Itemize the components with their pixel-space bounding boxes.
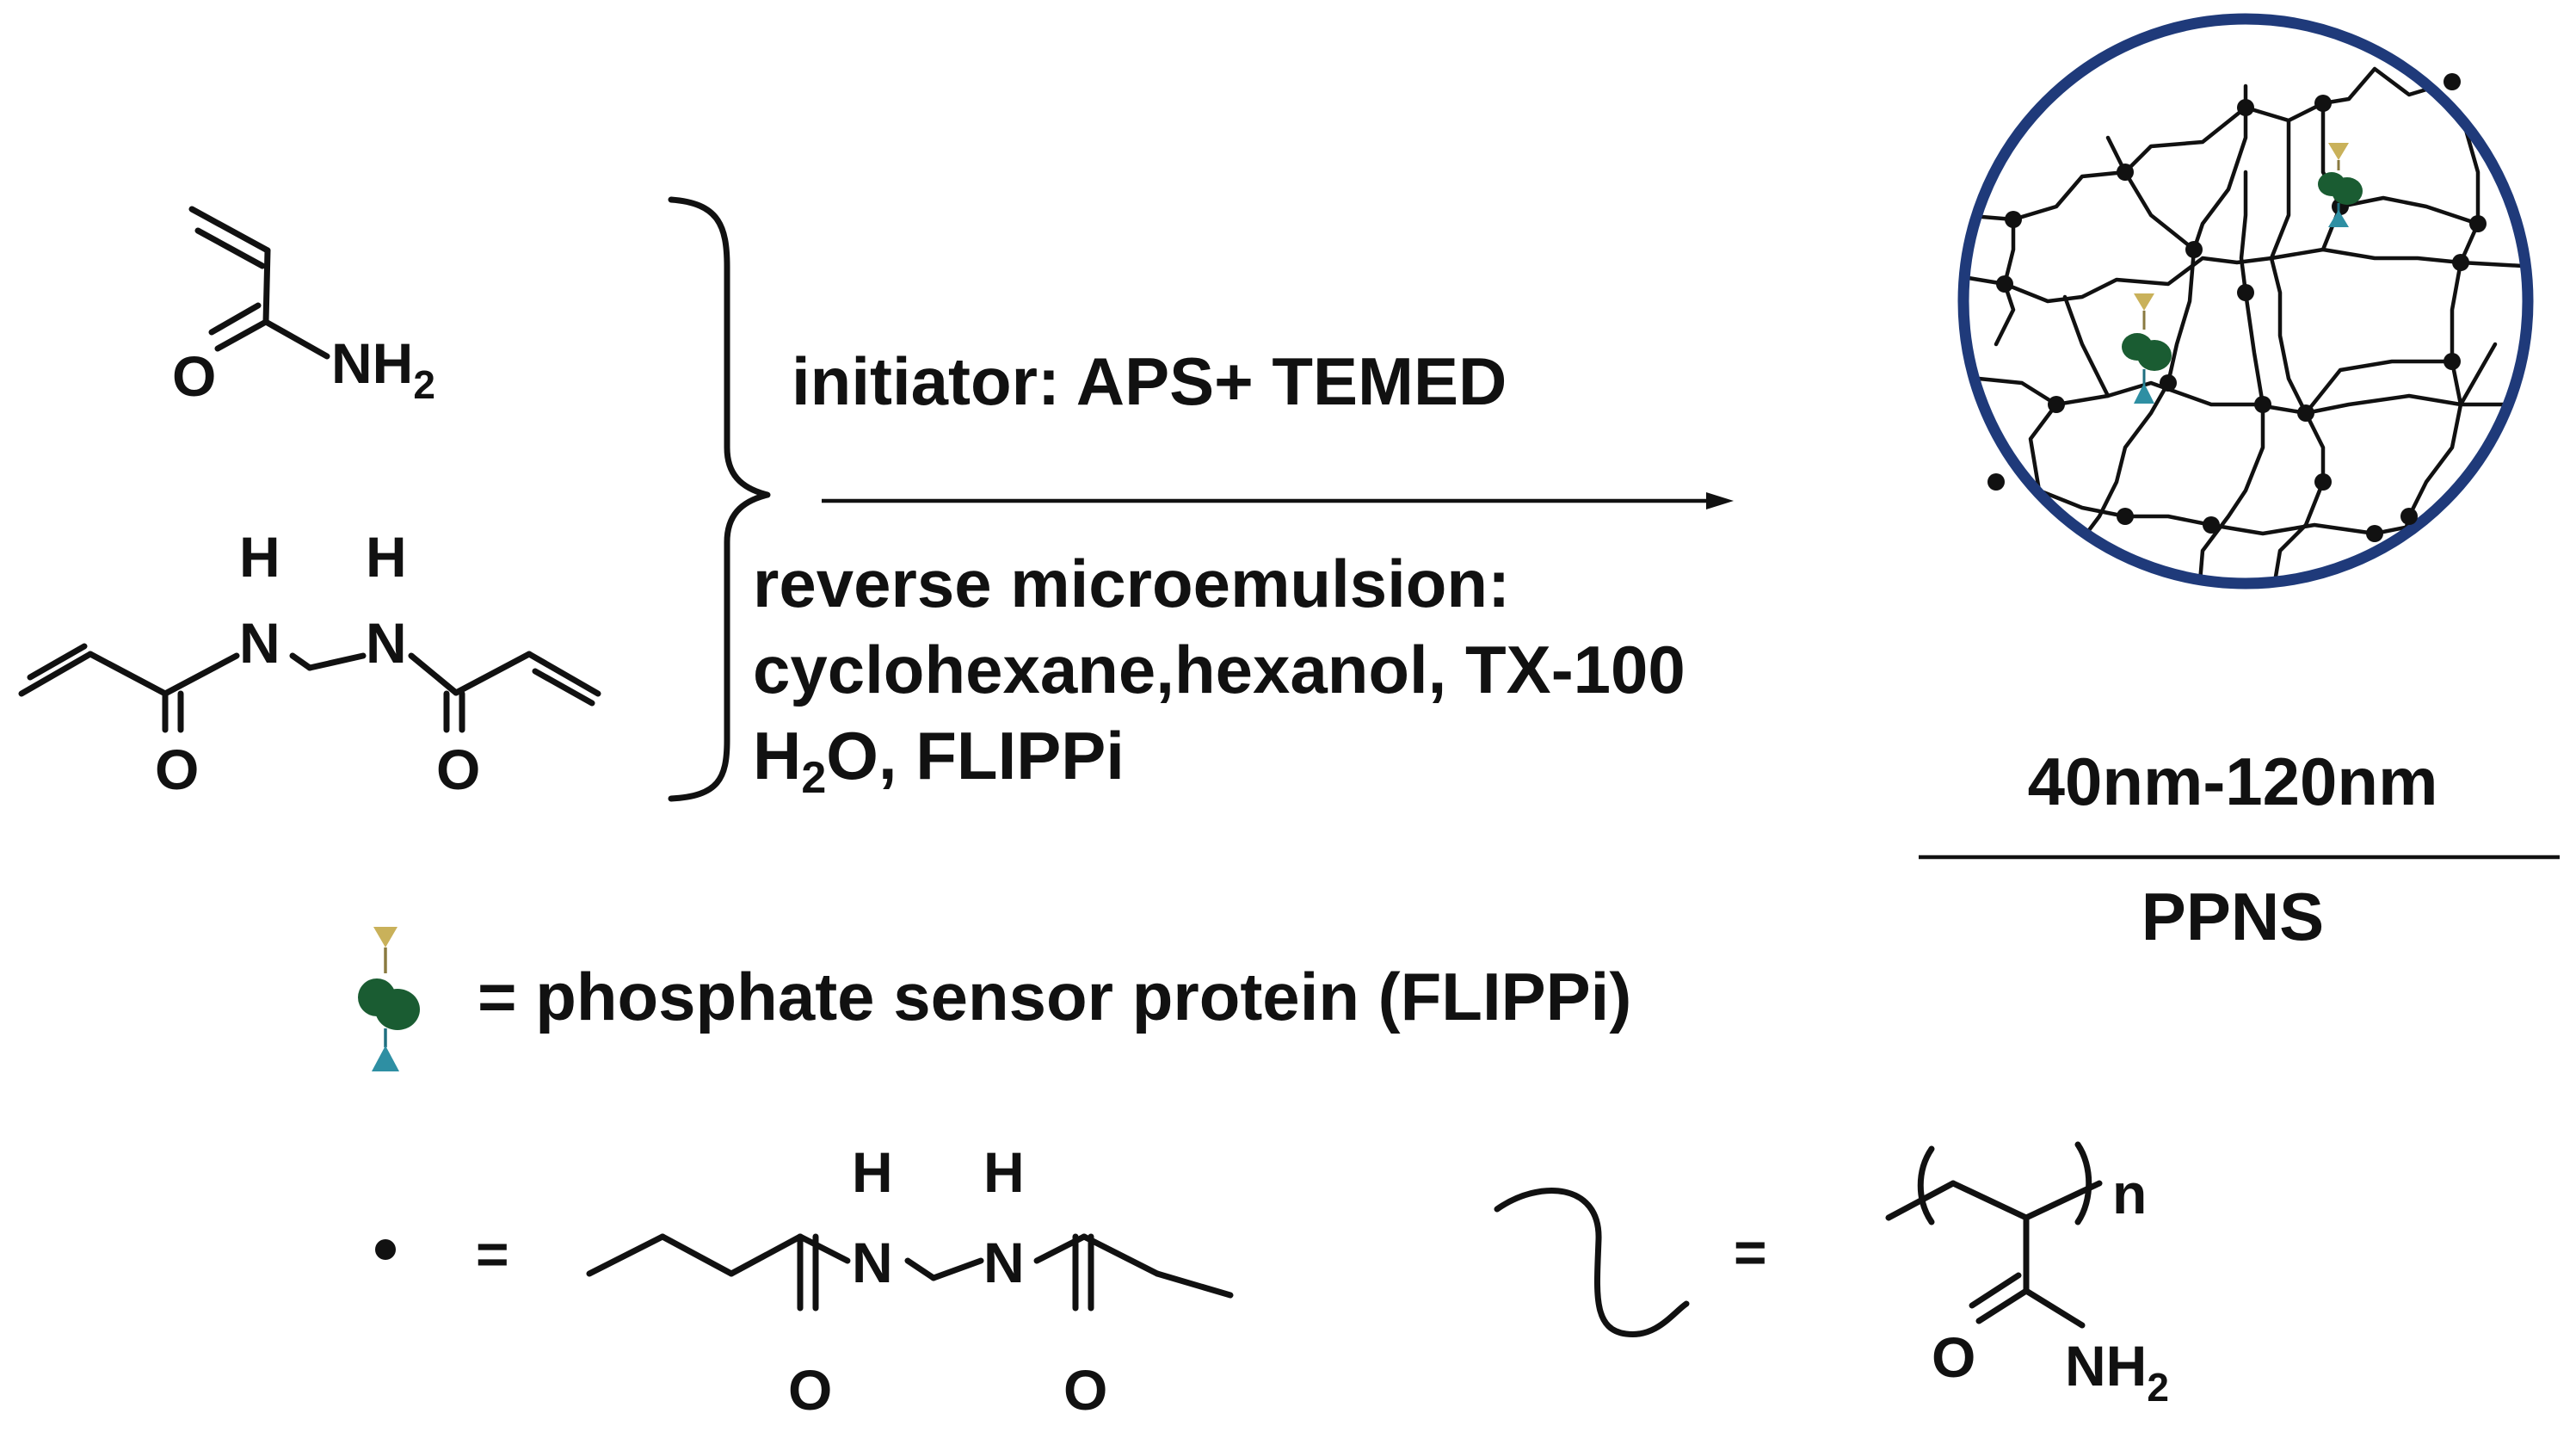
grouping-brace [668, 196, 771, 802]
bisacrylamide-n2: N [366, 611, 407, 675]
polymer-equals: = [1734, 1220, 1767, 1284]
product-size: 40nm-120nm [2028, 744, 2438, 819]
acrylamide-amine: NH [331, 331, 413, 395]
bisacrylamide-o1: O [155, 738, 199, 801]
initiator-label: initiator: APS+ TEMED [792, 343, 1507, 419]
crosslink-equals: = [476, 1222, 509, 1286]
svg-text:O: O [1063, 1358, 1107, 1422]
nanosphere [1957, 13, 2534, 589]
acrylamide-oxygen: O [172, 344, 216, 408]
bisacrylamide-h2: H [366, 525, 407, 589]
protein-legend-icon [358, 927, 420, 1071]
conditions-line-1: reverse microemulsion: [753, 546, 1510, 621]
svg-text:O: O [788, 1358, 832, 1422]
acrylamide-structure: O NH2 [172, 206, 435, 408]
svg-text:O: O [1932, 1325, 1975, 1389]
crosslink-dot-symbol [375, 1239, 396, 1260]
polyacrylamide-structure: n O NH2 [1885, 1141, 2169, 1410]
acrylamide-amine-subscript: 2 [413, 362, 435, 407]
svg-text:H: H [852, 1140, 893, 1204]
bisacrylamide-n1: N [239, 611, 280, 675]
svg-text:H: H [983, 1140, 1025, 1204]
reaction-arrow [822, 492, 1734, 509]
encapsulated-protein-2 [2122, 293, 2172, 404]
nanosphere-shell [1957, 13, 2534, 589]
svg-text:N: N [852, 1231, 893, 1294]
encapsulated-protein-1 [2318, 143, 2363, 227]
polymer-chain-symbol [1494, 1187, 1690, 1338]
conditions-line-3: H2O, FLIPPi [753, 718, 1125, 803]
bisacrylamide-h1: H [239, 525, 280, 589]
bisacrylamide-structure: H N H N O O [18, 525, 601, 801]
crosslink-nodes [1987, 73, 2487, 542]
protein-legend-label: = phosphate sensor protein (FLIPPi) [478, 959, 1631, 1034]
conditions-line-2: cyclohexane,hexanol, TX-100 [753, 632, 1685, 707]
svg-text:NH2: NH2 [331, 331, 435, 407]
svg-text:NH2: NH2 [2065, 1334, 2169, 1410]
svg-text:n: n [2112, 1162, 2147, 1225]
svg-text:N: N [983, 1231, 1025, 1294]
bisacrylamide-o2: O [436, 738, 480, 801]
crosslink-structure: H N H N O O [586, 1140, 1234, 1422]
product-name: PPNS [2142, 879, 2324, 954]
polymer-network [1963, 66, 2528, 583]
